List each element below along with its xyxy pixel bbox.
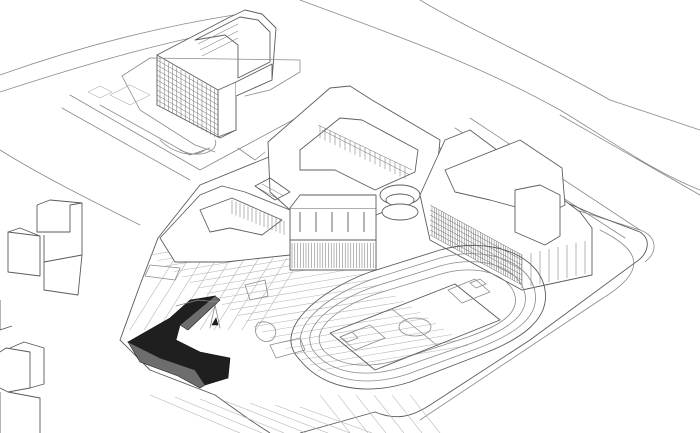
plaza-features bbox=[144, 264, 306, 359]
football-pitch bbox=[329, 278, 501, 371]
residential-building bbox=[121, 9, 301, 153]
neighbour-buildings bbox=[0, 199, 83, 433]
footpaths bbox=[149, 394, 441, 433]
site-boundary bbox=[119, 119, 648, 433]
main-school-building bbox=[159, 85, 593, 291]
pavilion-sculpture bbox=[127, 295, 231, 389]
running-track bbox=[290, 244, 546, 390]
